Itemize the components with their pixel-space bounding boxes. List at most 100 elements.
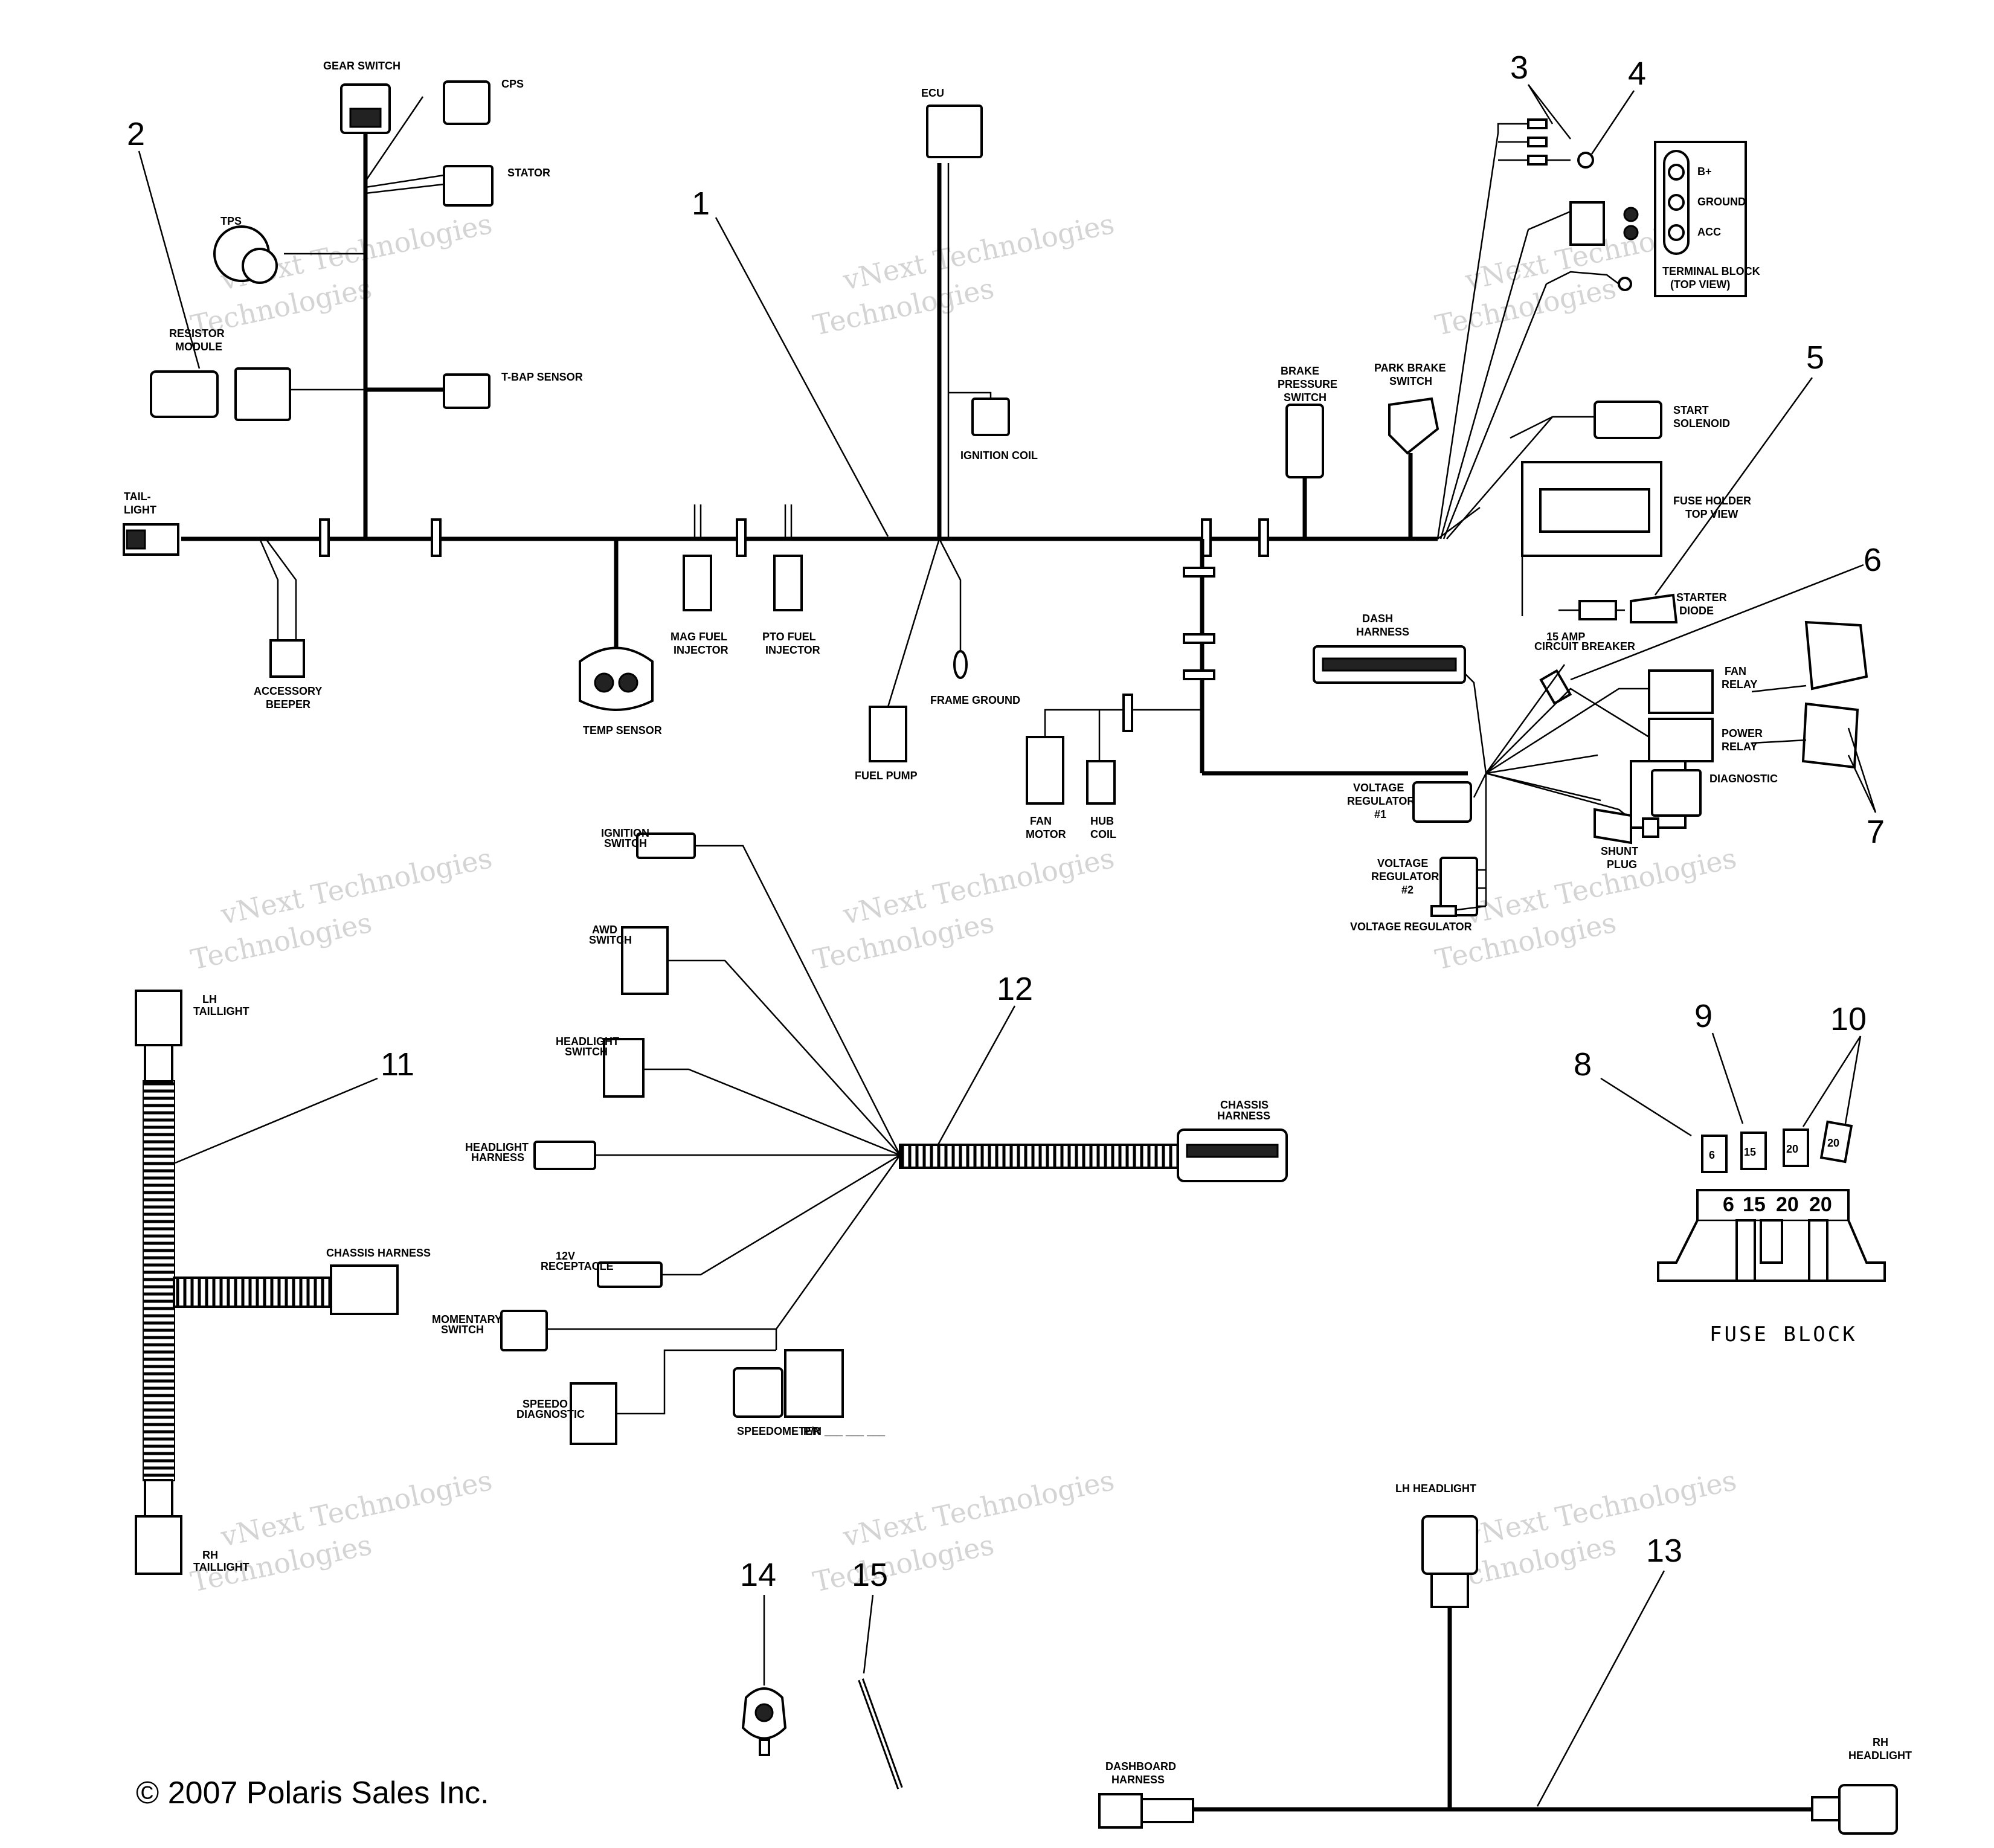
terminal-pin-label: GROUND — [1697, 196, 1746, 208]
ground-wire — [1546, 271, 1619, 285]
fuse-holder-slots — [1539, 488, 1650, 533]
callout-15: 15 — [852, 1557, 888, 1593]
resistor-module-label: RESISTOR — [169, 327, 225, 340]
item-14-stem — [759, 1739, 770, 1756]
temp-sensor-label: TEMP SENSOR — [583, 724, 662, 736]
terminal-post — [1668, 194, 1685, 211]
ecu-connector — [926, 105, 983, 158]
start-solenoid-label: SOLENOID — [1673, 417, 1730, 430]
awd-switch-label: SWITCH — [589, 934, 632, 946]
brake-pressure-label: SWITCH — [1284, 391, 1327, 404]
circuit-breaker-connector — [1569, 201, 1605, 246]
watermarks: vNext Technologies Technologies vNext Te… — [188, 207, 1739, 1598]
callout-10: 10 — [1830, 1001, 1867, 1037]
shunt-plug-label: PLUG — [1607, 858, 1637, 871]
circuit-breaker-label: 15 AMP — [1546, 631, 1585, 643]
receptacle-wire — [661, 1154, 901, 1276]
chassis-harness-label: CHASSIS — [1220, 1099, 1269, 1111]
accessory-beeper-label: ACCESSORY — [254, 685, 322, 697]
callout-4: 4 — [1628, 56, 1646, 92]
fuse-20 — [1819, 1120, 1853, 1164]
temp-sensor — [579, 646, 654, 711]
lh-taillight-label: LH — [202, 993, 217, 1005]
dash-harness-label: DASH — [1362, 613, 1393, 625]
fan-relay — [1804, 620, 1868, 691]
chassis-harness-pins — [1186, 1144, 1279, 1158]
fan-motor-label: MOTOR — [1026, 828, 1066, 840]
receptacle-connector — [597, 1261, 663, 1288]
fuse-block-slot — [1735, 1219, 1756, 1282]
callout-8: 8 — [1574, 1046, 1592, 1083]
mag-injector-label: INJECTOR — [674, 644, 728, 656]
hub-coil-label: COIL — [1090, 828, 1116, 840]
stator-wire — [365, 174, 445, 188]
voltage-regulator-terminal — [1430, 905, 1457, 917]
callout-1-leader — [715, 217, 889, 537]
fanout-wire — [1436, 132, 1499, 539]
terminal-block-label: TERMINAL BLOCK — [1662, 265, 1760, 277]
lh-headlight-boot — [1430, 1573, 1469, 1608]
callouts: 1 2 3 4 5 6 7 8 9 10 11 12 13 14 15 — [127, 50, 1885, 1807]
relay-connection-line — [1751, 739, 1807, 744]
callout-10-leader — [1844, 1035, 1862, 1124]
star-wire — [1485, 687, 1649, 774]
fuse-block: 6 15 20 20 6 15 20 20 FUSE BLOCK — [1657, 1120, 1886, 1347]
voltage-regulator-1-label: #1 — [1374, 808, 1386, 820]
fan-motor-wire — [1044, 709, 1202, 737]
speedometer-pinout — [784, 1349, 844, 1418]
callout-3: 3 — [1510, 50, 1528, 86]
speedometer-connector — [733, 1367, 783, 1418]
terminal-wire — [1497, 123, 1528, 133]
callout-12: 12 — [997, 971, 1033, 1007]
fan-motor-connector — [1026, 736, 1064, 805]
hub-coil-connector — [1086, 760, 1116, 805]
ignition-coil-label: IGNITION COIL — [960, 449, 1038, 462]
speedo-diagnostic-connector — [570, 1382, 617, 1445]
fuel-pump-connector — [869, 706, 907, 762]
rh-headlight-connector — [1838, 1784, 1898, 1835]
fanout-wire — [1437, 506, 1481, 540]
callout-5: 5 — [1806, 340, 1824, 376]
harness-clip — [1183, 669, 1215, 680]
item-15-tie-highlight — [860, 1679, 901, 1789]
wire-terminal — [1527, 137, 1548, 147]
callout-7-leader — [1847, 727, 1877, 813]
diagnostic-label: DIAGNOSTIC — [1709, 773, 1778, 785]
callout-3-leader — [1527, 84, 1554, 124]
callout-13-leader — [1536, 1570, 1665, 1807]
momentary-switch-connector — [500, 1310, 548, 1351]
awd-switch-wire — [664, 959, 901, 1156]
pto-injector-label: INJECTOR — [765, 644, 820, 656]
fuse-6-value: 6 — [1709, 1149, 1715, 1161]
harness-clip — [1183, 633, 1215, 644]
fuse-block-slot — [1760, 1219, 1783, 1264]
rh-headlight-boot — [1811, 1796, 1841, 1821]
lh-headlight-connector — [1421, 1515, 1478, 1575]
stator-label: STATOR — [507, 167, 550, 179]
park-brake-switch — [1388, 397, 1439, 455]
park-brake-label: SWITCH — [1389, 375, 1432, 387]
tail-harness-ribs — [144, 1081, 174, 1480]
lh-taillight-boot — [144, 1044, 173, 1083]
fuse-20 — [1783, 1128, 1809, 1167]
lh-headlight-label: LH HEADLIGHT — [1395, 1483, 1476, 1495]
harness-clip — [1183, 567, 1215, 578]
ring-terminal — [1623, 207, 1639, 222]
rh-taillight-label: RH — [202, 1549, 218, 1561]
voltage-regulator-2-label: VOLTAGE — [1377, 857, 1428, 869]
headlight-switch-label: HEADLIGHT — [556, 1035, 619, 1048]
awd-switch-connector — [621, 926, 669, 995]
callout-7-leader — [1847, 755, 1877, 813]
fuse-20-value: 20 — [1786, 1143, 1798, 1155]
fuse-rating: 6 — [1723, 1193, 1734, 1216]
ignition-switch-connector — [636, 832, 696, 859]
tps-label: TPS — [220, 215, 242, 227]
frame-ground-label: FRAME GROUND — [930, 694, 1020, 706]
star-wire — [1485, 754, 1598, 774]
tail-chassis-harness-label: CHASSIS HARNESS — [326, 1247, 431, 1259]
rh-headlight-label: RH — [1873, 1736, 1888, 1748]
harness-clip — [319, 518, 330, 557]
voltage-regulator-2-connector — [1439, 857, 1478, 916]
headlight-switch-wire — [643, 1068, 901, 1156]
callout-4-leader — [1590, 90, 1635, 155]
